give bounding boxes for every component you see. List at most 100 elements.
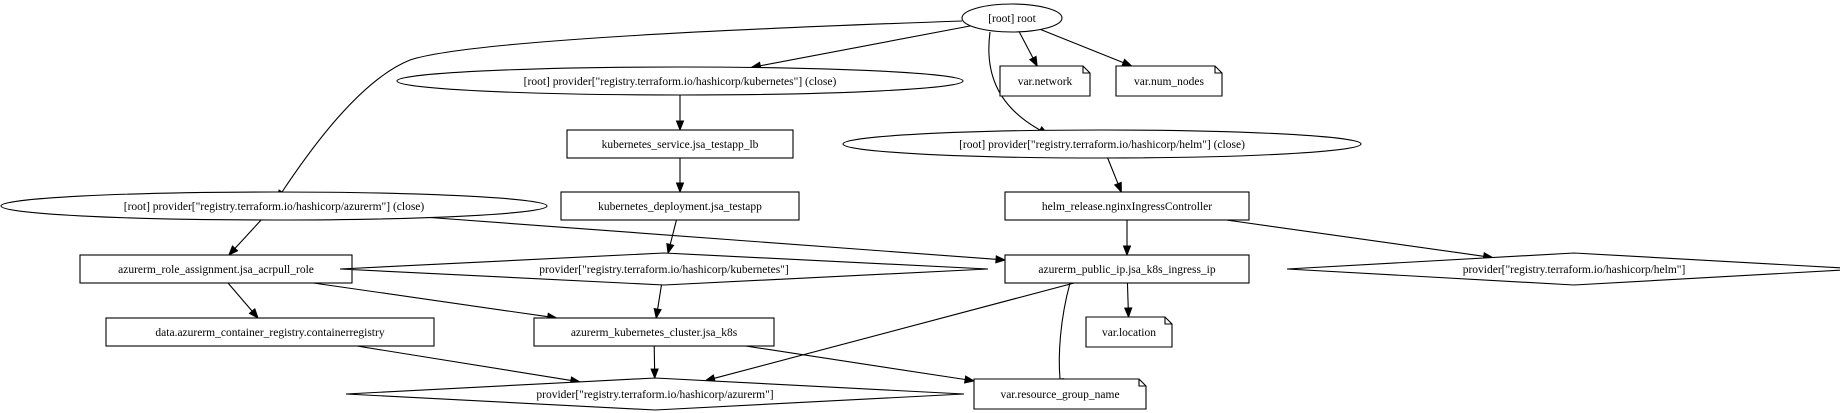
arrowhead-icon: [1113, 181, 1122, 194]
node-public-ip[interactable]: azurerm_public_ip.jsa_k8s_ingress_ip: [1004, 254, 1250, 284]
node-label: data.azurerm_container_registry.containe…: [155, 327, 384, 339]
edge-line: [1018, 31, 1034, 59]
arrowhead-icon: [666, 242, 675, 255]
node-k8s-deployment[interactable]: kubernetes_deployment.jsa_testapp: [560, 191, 800, 221]
node-prov-azurerm[interactable]: provider["registry.terraform.io/hashicor…: [345, 377, 965, 411]
edge-line: [234, 219, 262, 249]
node-label: kubernetes_service.jsa_testapp_lb: [602, 139, 759, 151]
node-note-shape: [1085, 316, 1173, 348]
node-box-shape: [1004, 254, 1250, 284]
node-note-shape: [973, 378, 1147, 410]
arrowhead-icon: [675, 120, 685, 132]
node-var-num-nodes[interactable]: var.num_nodes: [1115, 65, 1223, 97]
node-var-location[interactable]: var.location: [1085, 316, 1173, 348]
node-layer: [root] root [root] provider["registry.ter…: [0, 3, 1840, 411]
arrowhead-icon: [963, 375, 976, 384]
node-var-rg-name[interactable]: var.resource_group_name: [973, 378, 1147, 410]
arrowhead-icon: [248, 308, 259, 320]
edge-line: [227, 282, 253, 312]
edge-line: [313, 282, 548, 318]
node-var-network[interactable]: var.network: [999, 65, 1091, 97]
node-ellipse-shape: [842, 129, 1362, 159]
node-role-assignment[interactable]: azurerm_role_assignment.jsa_acrpull_role: [79, 254, 353, 284]
edge-k8s_service-to-k8s_deployment: [675, 158, 685, 194]
node-prov-azurerm-close[interactable]: [root] provider["registry.terraform.io/h…: [0, 191, 548, 221]
node-prov-k8s-close[interactable]: [root] provider["registry.terraform.io/h…: [396, 66, 964, 96]
edge-line: [714, 282, 1075, 379]
arrowhead-icon: [1123, 307, 1133, 319]
node-label: [root] provider["registry.terraform.io/h…: [524, 76, 837, 88]
arrowhead-icon: [1028, 55, 1038, 68]
node-note-shape: [999, 65, 1091, 97]
edge-root-to-prov_k8s_close: [750, 25, 971, 70]
edge-prov_azurerm_close-to-public_ip: [429, 216, 1007, 264]
edge-line: [657, 284, 663, 310]
edge-container_registry-to-prov_azurerm: [356, 345, 582, 385]
edge-role_assignment-to-container_registry: [227, 282, 259, 320]
edge-helm_release-to-prov_helm: [1226, 219, 1495, 261]
node-box-shape: [1004, 191, 1250, 221]
arrowhead-icon: [1121, 58, 1133, 67]
node-box-shape: [560, 191, 800, 221]
edge-line: [1040, 28, 1124, 64]
edge-root-to-var_num_nodes: [1040, 28, 1133, 67]
edge-prov_helm_close-to-helm_release: [1107, 157, 1122, 194]
edge-line: [669, 219, 677, 245]
arrowhead-icon: [227, 245, 239, 257]
edge-k8s_cluster-to-var_rg_name: [745, 345, 976, 384]
node-box-shape: [533, 317, 775, 347]
node-note-shape: [1115, 65, 1223, 97]
edge-line: [1107, 157, 1119, 184]
node-label: azurerm_role_assignment.jsa_acrpull_role: [118, 264, 314, 276]
edge-k8s_deployment-to-prov_k8s: [666, 219, 677, 255]
arrowhead-icon: [995, 255, 1007, 264]
node-label: var.location: [1102, 327, 1156, 339]
node-box-shape: [79, 254, 353, 284]
node-k8s-service[interactable]: kubernetes_service.jsa_testapp_lb: [566, 129, 794, 159]
edge-prov_azurerm_close-to-role_assignment: [227, 219, 262, 257]
node-label: [root] provider["registry.terraform.io/h…: [124, 201, 425, 213]
node-k8s-cluster[interactable]: azurerm_kubernetes_cluster.jsa_k8s: [533, 317, 775, 347]
node-helm-release[interactable]: helm_release.nginxIngressController: [1004, 191, 1250, 221]
node-ellipse-shape: [961, 3, 1063, 33]
node-label: [root] root: [988, 13, 1036, 25]
node-box-shape: [566, 129, 794, 159]
node-label: azurerm_kubernetes_cluster.jsa_k8s: [571, 327, 738, 339]
edge-line: [760, 25, 971, 67]
node-container-registry[interactable]: data.azurerm_container_registry.containe…: [105, 317, 435, 347]
node-label: kubernetes_deployment.jsa_testapp: [598, 201, 762, 213]
edge-prov_k8s_close-to-k8s_service: [675, 95, 685, 132]
edge-public_ip-to-var_rg_name: [1055, 282, 1071, 390]
node-label: azurerm_public_ip.jsa_k8s_ingress_ip: [1038, 264, 1216, 276]
node-label: provider["registry.terraform.io/hashicor…: [536, 389, 773, 401]
node-ellipse-shape: [0, 191, 548, 221]
arrowhead-icon: [1122, 245, 1132, 257]
node-label: provider["registry.terraform.io/hashicor…: [1463, 264, 1686, 276]
node-label: var.resource_group_name: [1000, 389, 1119, 401]
arrowhead-icon: [653, 307, 662, 320]
edge-k8s_cluster-to-prov_azurerm: [650, 345, 659, 380]
edge-line: [281, 20, 963, 193]
edge-layer: [227, 20, 1495, 390]
edge-helm_release-to-public_ip: [1122, 220, 1132, 257]
node-diamond-shape: [345, 377, 965, 411]
edge-line: [1226, 219, 1484, 257]
node-diamond-shape: [339, 252, 989, 286]
node-prov-k8s[interactable]: provider["registry.terraform.io/hashicor…: [339, 252, 989, 286]
node-diamond-shape: [1286, 252, 1840, 286]
arrowhead-icon: [650, 368, 659, 380]
edge-prov_k8s-to-k8s_cluster: [653, 284, 663, 320]
edge-role_assignment-to-k8s_cluster: [313, 282, 559, 321]
node-box-shape: [105, 317, 435, 347]
edge-line: [745, 345, 966, 381]
node-label: var.network: [1018, 76, 1073, 88]
edge-line: [1126, 282, 1129, 309]
node-root[interactable]: [root] root: [961, 3, 1063, 33]
edge-line: [429, 216, 997, 260]
node-prov-helm[interactable]: provider["registry.terraform.io/hashicor…: [1286, 252, 1840, 286]
edge-root-to-prov_azurerm_close: [276, 20, 963, 201]
node-prov-helm-close[interactable]: [root] provider["registry.terraform.io/h…: [842, 129, 1362, 159]
node-label: [root] provider["registry.terraform.io/h…: [959, 139, 1245, 151]
edge-line: [356, 345, 572, 382]
